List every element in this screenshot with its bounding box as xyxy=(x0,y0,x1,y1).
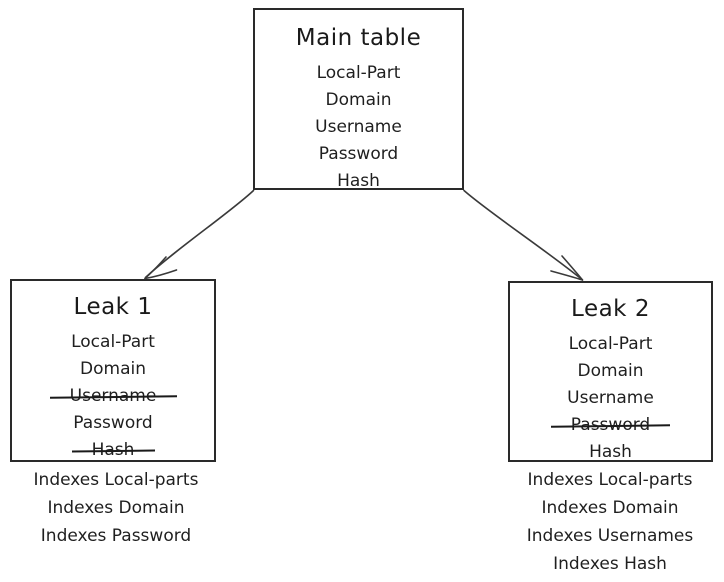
leak-2-caption: Indexes Local-parts Indexes Domain Index… xyxy=(494,466,724,578)
node-leak-1[interactable]: Leak 1 Local-Part Domain Username Passwo… xyxy=(10,279,216,462)
main-table-field: Username xyxy=(315,117,402,137)
node-main-table[interactable]: Main table Local-Part Domain Username Pa… xyxy=(253,8,464,191)
leak-1-field: Local-Part xyxy=(71,332,155,352)
main-table-field: Domain xyxy=(325,90,392,110)
leak-2-field: Username xyxy=(567,388,654,408)
main-table-field: Password xyxy=(318,144,399,164)
leak-2-caption-line: Indexes Local-parts xyxy=(527,470,693,490)
edge-main-table-to-leak2-arrowhead-upper xyxy=(561,255,584,281)
leak-2-title: Leak 2 xyxy=(571,296,650,322)
leak-2-field-list: Local-Part Domain Username Password Hash xyxy=(510,331,711,466)
leak-2-field: Local-Part xyxy=(568,334,653,354)
main-table-title: Main table xyxy=(295,25,422,51)
leak-2-caption-line: Indexes Hash xyxy=(553,554,667,574)
leak-2-field-struck: Password xyxy=(549,412,672,439)
main-table-field-list: Local-Part Domain Username Password Hash xyxy=(255,60,462,195)
leak-2-caption-line: Indexes Domain xyxy=(541,498,679,518)
edge-main-table-to-leak1-arrowhead-lower xyxy=(144,269,178,280)
edge-main-table-to-leak2-arrowhead-lower xyxy=(550,270,584,281)
leak-1-caption-line: Indexes Password xyxy=(40,526,192,546)
leak-2-field: Hash xyxy=(589,442,632,462)
leak-1-caption-line: Indexes Local-parts xyxy=(33,470,199,490)
edge-main-table-to-leak2 xyxy=(463,189,583,281)
node-leak-2[interactable]: Leak 2 Local-Part Domain Username Passwo… xyxy=(508,281,713,462)
leak-1-field-struck: Hash xyxy=(70,437,157,464)
leak-1-field: Password xyxy=(73,413,153,433)
leak-1-field-struck: Username xyxy=(48,383,179,410)
leak-2-field: Domain xyxy=(577,361,644,381)
leak-2-caption-line: Indexes Usernames xyxy=(526,526,694,546)
leak-1-field: Domain xyxy=(80,359,146,379)
edge-main-table-to-leak1 xyxy=(144,189,255,279)
leak-1-field-list: Local-Part Domain Username Password Hash xyxy=(12,329,214,464)
main-table-field: Hash xyxy=(337,171,380,191)
leak-1-caption: Indexes Local-parts Indexes Domain Index… xyxy=(0,466,232,550)
leak-1-title: Leak 1 xyxy=(73,294,153,320)
leak-1-caption-line: Indexes Domain xyxy=(47,498,185,518)
edge-main-table-to-leak1-arrowhead-upper xyxy=(144,256,167,280)
main-table-field: Local-Part xyxy=(316,63,401,83)
